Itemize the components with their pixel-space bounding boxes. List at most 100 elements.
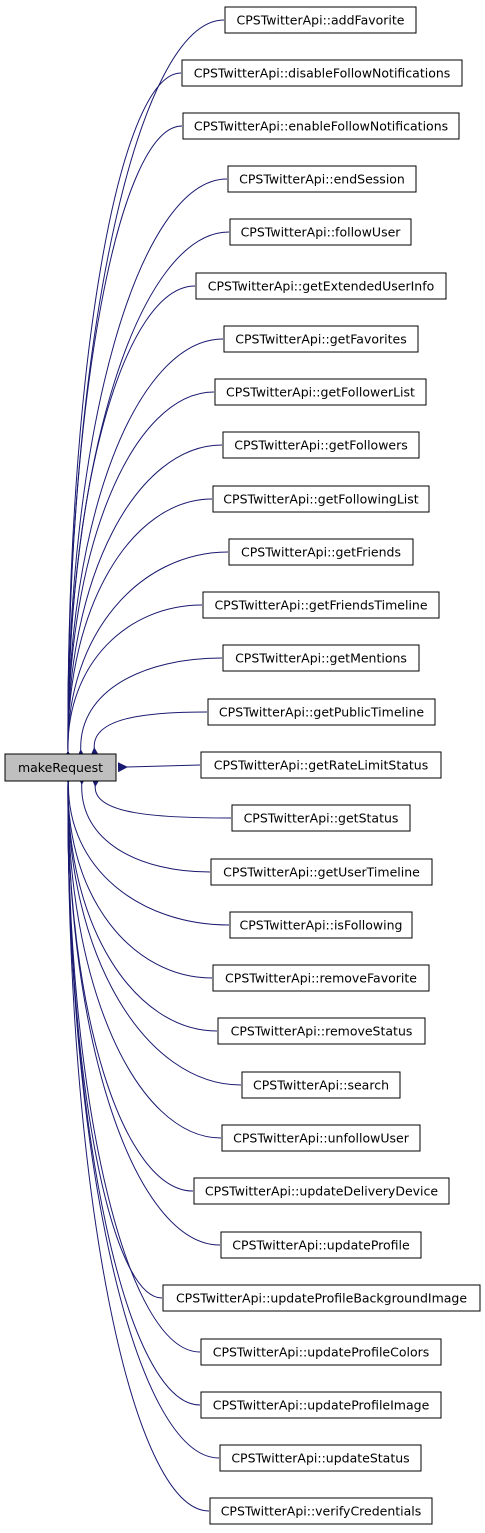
caller-node[interactable]: CPSTwitterApi::getFollowingList (212, 485, 430, 513)
call-edge (77, 774, 211, 873)
caller-nodes: CPSTwitterApi::addFavoriteCPSTwitterApi:… (162, 6, 481, 1525)
caller-node[interactable]: CPSTwitterApi::removeStatus (217, 1017, 426, 1045)
caller-node[interactable]: CPSTwitterApi::endSession (227, 165, 417, 193)
target-node-box[interactable] (4, 753, 117, 782)
caller-node[interactable]: CPSTwitterApi::getMentions (222, 644, 420, 672)
caller-node-label: CPSTwitterApi::updateStatus (231, 1451, 409, 1466)
caller-node-box[interactable] (229, 218, 412, 246)
caller-node-box[interactable] (202, 591, 440, 619)
caller-node[interactable]: CPSTwitterApi::updateProfileColors (200, 1338, 442, 1366)
caller-node-label: CPSTwitterApi::getFriends (241, 545, 401, 560)
caller-node[interactable]: CPSTwitterApi::removeFavorite (212, 964, 430, 992)
caller-node-box[interactable] (228, 538, 414, 566)
caller-node-box[interactable] (219, 1444, 422, 1472)
caller-node-box[interactable] (193, 1177, 450, 1205)
caller-node[interactable]: CPSTwitterApi::followUser (229, 218, 412, 246)
caller-node-box[interactable] (200, 1391, 442, 1419)
caller-node-label: CPSTwitterApi::getExtendedUserInfo (208, 279, 435, 294)
caller-node-box[interactable] (224, 6, 417, 34)
caller-node-label: CPSTwitterApi::isFollowing (239, 918, 402, 933)
target-node-label: makeRequest (18, 760, 103, 775)
call-edge (63, 772, 218, 1032)
caller-node[interactable]: CPSTwitterApi::getStatus (231, 804, 411, 832)
caller-node-label: CPSTwitterApi::verifyCredentials (221, 1504, 422, 1519)
caller-node[interactable]: CPSTwitterApi::updateProfile (220, 1231, 422, 1259)
caller-node-label: CPSTwitterApi::getFollowers (234, 438, 408, 453)
caller-node-box[interactable] (200, 1338, 442, 1366)
call-edge (63, 772, 220, 1459)
target-node[interactable]: makeRequest (4, 753, 117, 782)
call-edge (63, 772, 213, 979)
caller-node-label: CPSTwitterApi::removeStatus (231, 1024, 413, 1039)
caller-node-box[interactable] (222, 644, 420, 672)
caller-node-label: CPSTwitterApi::getStatus (244, 811, 399, 826)
caller-node-box[interactable] (222, 431, 420, 459)
caller-node-box[interactable] (195, 272, 447, 300)
caller-node[interactable]: CPSTwitterApi::getUserTimeline (210, 858, 433, 886)
caller-node-box[interactable] (182, 112, 460, 140)
caller-node-box[interactable] (227, 165, 417, 193)
caller-node[interactable]: CPSTwitterApi::getPublicTimeline (207, 698, 436, 726)
caller-node[interactable]: CPSTwitterApi::updateDeliveryDevice (193, 1177, 450, 1205)
caller-node[interactable]: CPSTwitterApi::getRateLimitStatus (200, 751, 442, 779)
call-edge (63, 772, 210, 1512)
caller-node-label: CPSTwitterApi::updateProfileColors (213, 1345, 430, 1360)
caller-node[interactable]: CPSTwitterApi::getFriends (228, 538, 414, 566)
call-edge (63, 338, 224, 762)
caller-node[interactable]: CPSTwitterApi::addFavorite (224, 6, 417, 34)
caller-node-box[interactable] (220, 1231, 422, 1259)
caller-node-label: CPSTwitterApi::getRateLimitStatus (214, 758, 428, 773)
caller-node[interactable]: CPSTwitterApi::updateStatus (219, 1444, 422, 1472)
caller-node[interactable]: CPSTwitterApi::disableFollowNotification… (181, 59, 463, 87)
caller-node-box[interactable] (162, 1284, 481, 1312)
caller-node-label: CPSTwitterApi::endSession (239, 172, 405, 187)
caller-node-label: CPSTwitterApi::addFavorite (237, 13, 405, 28)
call-edge (76, 657, 223, 760)
call-edge (63, 125, 183, 762)
caller-node-label: CPSTwitterApi::updateProfile (232, 1238, 410, 1253)
caller-node-label: CPSTwitterApi::enableFollowNotifications (194, 119, 448, 134)
caller-node-box[interactable] (231, 804, 411, 832)
caller-node-box[interactable] (212, 964, 430, 992)
caller-node-label: CPSTwitterApi::updateDeliveryDevice (205, 1184, 438, 1199)
caller-node[interactable]: CPSTwitterApi::verifyCredentials (209, 1497, 433, 1525)
caller-node-box[interactable] (212, 485, 430, 513)
caller-node-box[interactable] (223, 325, 419, 353)
caller-node[interactable]: CPSTwitterApi::getFollowerList (214, 378, 427, 406)
caller-node[interactable]: CPSTwitterApi::enableFollowNotifications (182, 112, 460, 140)
caller-node-label: CPSTwitterApi::search (253, 1078, 389, 1093)
caller-node-box[interactable] (241, 1071, 401, 1099)
caller-node-box[interactable] (221, 1124, 421, 1152)
caller-node-box[interactable] (214, 378, 427, 406)
caller-node-label: CPSTwitterApi::getFollowerList (226, 385, 415, 400)
call-edge (89, 711, 208, 758)
caller-node-box[interactable] (200, 751, 442, 779)
caller-node[interactable]: CPSTwitterApi::getFavorites (223, 325, 419, 353)
caller-node[interactable]: CPSTwitterApi::getFriendsTimeline (202, 591, 440, 619)
call-edge (90, 776, 232, 819)
caller-node[interactable]: CPSTwitterApi::updateProfileImage (200, 1391, 442, 1419)
caller-node[interactable]: CPSTwitterApi::getExtendedUserInfo (195, 272, 447, 300)
caller-node-box[interactable] (207, 698, 436, 726)
caller-node-box[interactable] (217, 1017, 426, 1045)
caller-node[interactable]: CPSTwitterApi::getFollowers (222, 431, 420, 459)
call-edges (63, 19, 242, 1512)
caller-node-box[interactable] (209, 1497, 433, 1525)
caller-node[interactable]: CPSTwitterApi::search (241, 1071, 401, 1099)
call-edge (63, 772, 242, 1086)
call-edge (63, 72, 182, 762)
caller-node-label: CPSTwitterApi::getPublicTimeline (219, 705, 424, 720)
caller-node[interactable]: CPSTwitterApi::updateProfileBackgroundIm… (162, 1284, 481, 1312)
call-edge (63, 772, 221, 1246)
call-edge (63, 285, 196, 762)
call-edge (63, 772, 222, 1139)
caller-node-box[interactable] (181, 59, 463, 87)
caller-node[interactable]: CPSTwitterApi::unfollowUser (221, 1124, 421, 1152)
call-edge (63, 772, 194, 1192)
caller-node-label: CPSTwitterApi::removeFavorite (225, 971, 417, 986)
caller-node-box[interactable] (210, 858, 433, 886)
caller-node[interactable]: CPSTwitterApi::isFollowing (229, 911, 413, 939)
caller-node-label: CPSTwitterApi::followUser (241, 225, 402, 240)
caller-node-box[interactable] (229, 911, 413, 939)
